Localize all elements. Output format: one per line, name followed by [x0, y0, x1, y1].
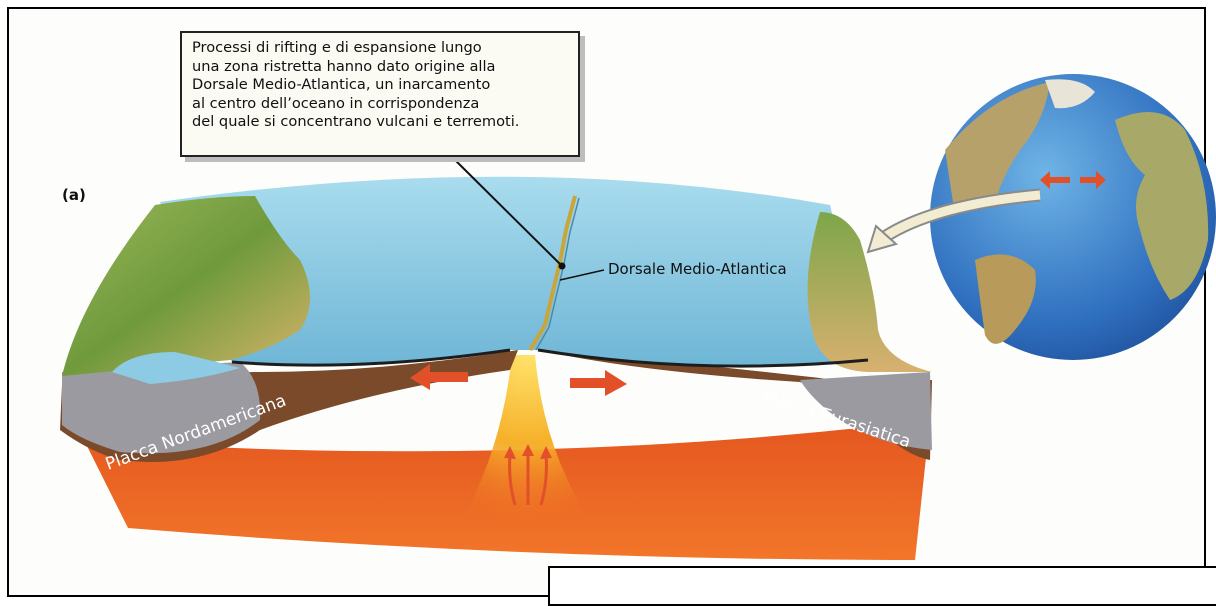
- callout-leader-dot: [559, 263, 566, 270]
- ridge-label: Dorsale Medio-Atlantica: [608, 260, 787, 278]
- callout-line-5: del quale si concentrano vulcani e terre…: [192, 113, 568, 132]
- callout-line-3: Dorsale Medio-Atlantica, un inarcamento: [192, 76, 568, 95]
- bottom-caption-box: [548, 566, 1216, 606]
- globe: [930, 74, 1216, 360]
- spreading-arrow-right: [570, 370, 627, 396]
- explanation-callout: Processi di rifting e di espansione lung…: [180, 31, 580, 157]
- europe-africa-land: [808, 212, 933, 372]
- panel-label: (a): [62, 186, 86, 204]
- callout-line-4: al centro dell’oceano in corrispondenza: [192, 95, 568, 114]
- callout-line-1: Processi di rifting e di espansione lung…: [192, 39, 568, 58]
- callout-line-2: una zona ristretta hanno dato origine al…: [192, 58, 568, 77]
